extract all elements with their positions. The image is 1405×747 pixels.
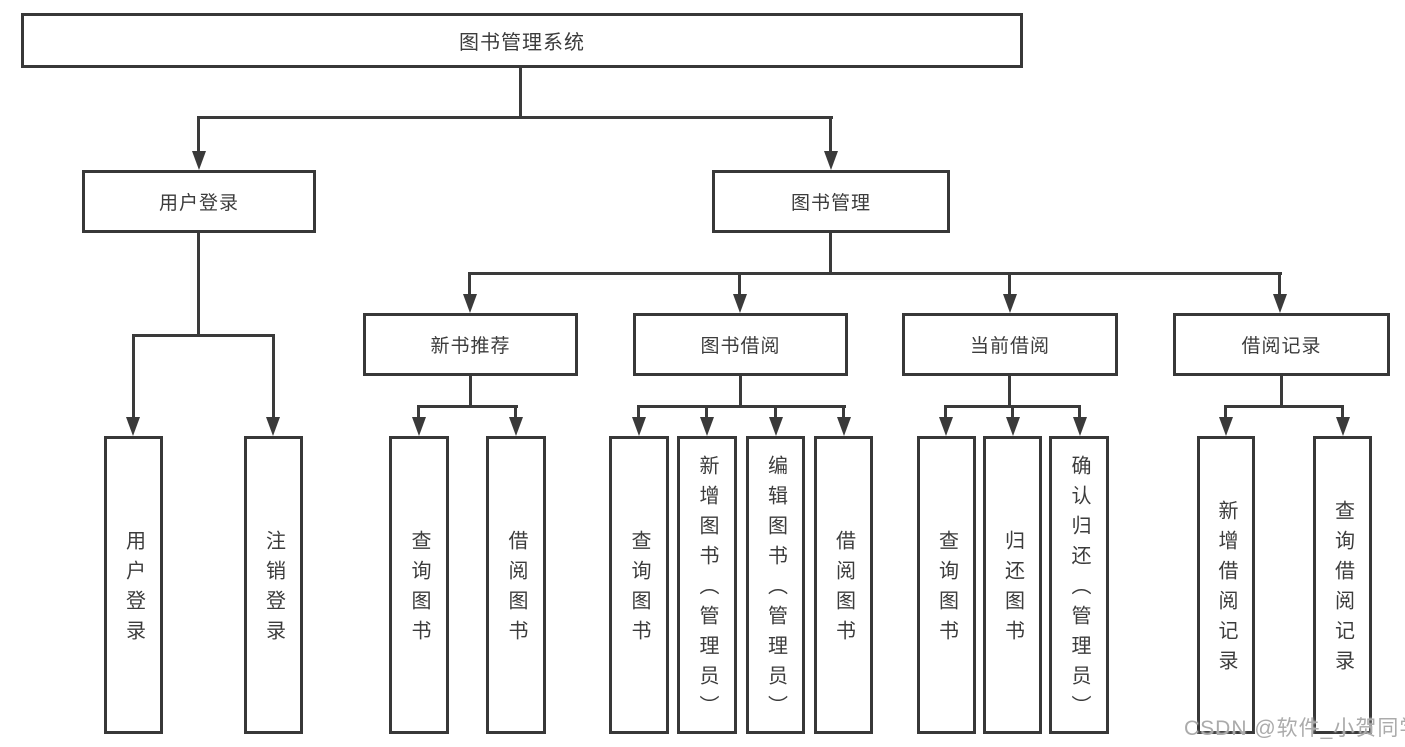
node-current-borrow: 当前借阅 [902, 313, 1118, 376]
arrow-down-icon [1006, 417, 1020, 436]
connector-root-bar [197, 116, 833, 119]
connector-leaf-drop [132, 334, 135, 419]
arrow-down-icon [1273, 294, 1287, 313]
arrow-down-icon [192, 151, 206, 170]
node-book-borrow: 图书借阅 [633, 313, 848, 376]
connector-leaf-drop [514, 405, 517, 419]
connector-book-mgmt-bar [468, 272, 1282, 275]
arrow-down-icon [1073, 417, 1087, 436]
arrow-down-icon [769, 417, 783, 436]
arrow-down-icon [412, 417, 426, 436]
connector-book-mgmt-drop [829, 116, 832, 153]
connector-book-mgmt-stem [829, 233, 832, 275]
arrow-down-icon [509, 417, 523, 436]
arrow-down-icon [1003, 294, 1017, 313]
connector-book-borrow-stem [739, 376, 742, 407]
connector-leaf-drop [1224, 405, 1227, 419]
connector-new-book-bar [417, 405, 518, 408]
connector-borrow-record-bar [1224, 405, 1344, 408]
connector-leaf-drop [1078, 405, 1081, 419]
watermark: CSDN @软件_小贺同学 [1184, 717, 1405, 740]
node-book-management: 图书管理 [712, 170, 950, 233]
connector-current-borrow-drop [1008, 272, 1011, 297]
connector-leaf-drop [1011, 405, 1014, 419]
leaf-borrow-book: 借阅图书 [486, 436, 546, 734]
arrow-down-icon [632, 417, 646, 436]
leaf-edit-book-admin: 编辑图书（管理员） [746, 436, 805, 734]
connector-book-borrow-drop [738, 272, 741, 297]
connector-leaf-drop [637, 405, 640, 419]
arrow-down-icon [837, 417, 851, 436]
connector-user-login-stem [197, 233, 200, 336]
arrow-down-icon [1219, 417, 1233, 436]
node-borrow-record: 借阅记录 [1173, 313, 1390, 376]
connector-user-login-drop [197, 116, 200, 153]
connector-new-book-drop [468, 272, 471, 297]
leaf-confirm-return-admin: 确认归还（管理员） [1049, 436, 1109, 734]
arrow-down-icon [700, 417, 714, 436]
leaf-query-book: 查询图书 [389, 436, 449, 734]
leaf-add-book-admin: 新增图书（管理员） [677, 436, 737, 734]
leaf-query-borrow-record: 查询借阅记录 [1313, 436, 1372, 734]
arrow-down-icon [266, 417, 280, 436]
arrow-down-icon [824, 151, 838, 170]
connector-leaf-drop [842, 405, 845, 419]
connector-current-borrow-stem [1008, 376, 1011, 407]
arrow-down-icon [733, 294, 747, 313]
node-user-login: 用户登录 [82, 170, 316, 233]
leaf-user-login: 用户登录 [104, 436, 163, 734]
connector-leaf-drop [944, 405, 947, 419]
arrow-down-icon [1336, 417, 1350, 436]
connector-new-book-stem [469, 376, 472, 407]
connector-leaf-drop [1341, 405, 1344, 419]
leaf-query-book: 查询图书 [609, 436, 669, 734]
leaf-borrow-book: 借阅图书 [814, 436, 873, 734]
connector-leaf-drop [417, 405, 420, 419]
connector-book-borrow-bar [637, 405, 846, 408]
arrow-down-icon [939, 417, 953, 436]
connector-leaf-drop [272, 334, 275, 419]
leaf-logout: 注销登录 [244, 436, 303, 734]
connector-leaf-drop [705, 405, 708, 419]
connector-leaf-drop [774, 405, 777, 419]
leaf-query-book: 查询图书 [917, 436, 976, 734]
node-system-root: 图书管理系统 [21, 13, 1023, 68]
arrow-down-icon [126, 417, 140, 436]
leaf-add-borrow-record: 新增借阅记录 [1197, 436, 1255, 734]
arrow-down-icon [463, 294, 477, 313]
connector-user-login-bar [132, 334, 275, 337]
node-new-book-recommend: 新书推荐 [363, 313, 578, 376]
connector-borrow-record-stem [1280, 376, 1283, 407]
connector-root-stem [519, 68, 522, 119]
leaf-return-book: 归还图书 [983, 436, 1042, 734]
connector-borrow-record-drop [1278, 272, 1281, 297]
